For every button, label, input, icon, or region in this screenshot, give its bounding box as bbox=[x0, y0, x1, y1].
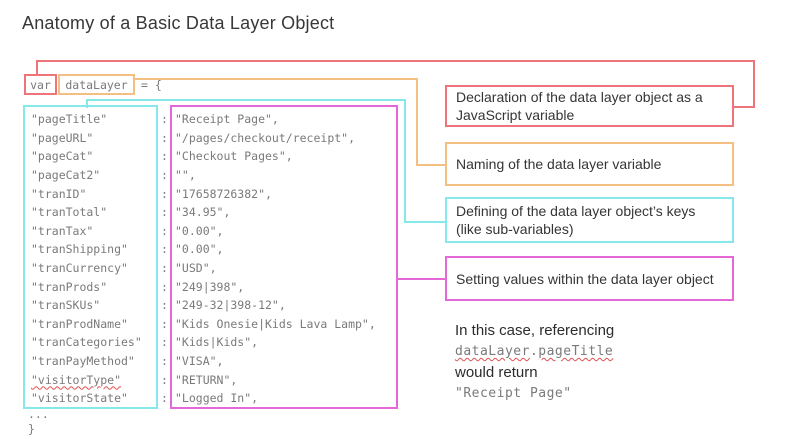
code-colon: : bbox=[161, 279, 168, 294]
code-value: "Kids|Kids", bbox=[175, 335, 259, 350]
connector-orange-top-line bbox=[131, 78, 418, 80]
code-key: "tranCurrency" bbox=[31, 261, 128, 276]
connector-cyan-top-line bbox=[86, 99, 406, 101]
connector-red-box-link bbox=[733, 106, 755, 108]
code-row: "tranPayMethod" : "VISA", bbox=[31, 352, 401, 371]
code-row: "tranID" : "17658726382", bbox=[31, 184, 401, 203]
code-row: "visitorType" : "RETURN", bbox=[31, 370, 401, 389]
code-colon: : bbox=[161, 149, 168, 164]
page-title: Anatomy of a Basic Data Layer Object bbox=[22, 13, 335, 33]
connector-red-top-line bbox=[36, 60, 755, 62]
connector-red-right-drop bbox=[753, 60, 755, 108]
code-colon: : bbox=[161, 223, 168, 238]
callout-declaration: Declaration of the data layer object as … bbox=[445, 85, 734, 127]
code-value: "249-32|398-12", bbox=[175, 298, 286, 313]
connector-cyan-stem bbox=[86, 99, 88, 108]
code-key: "tranCategories" bbox=[31, 335, 142, 350]
code-row: "tranTax" : "0.00", bbox=[31, 222, 401, 241]
code-row: "tranSKUs" : "249-32|398-12", bbox=[31, 296, 401, 315]
code-value: "249|398", bbox=[175, 279, 245, 294]
code-row: "visitorState" : "Logged In", bbox=[31, 389, 401, 408]
connector-cyan-box-link bbox=[404, 221, 445, 223]
code-colon: : bbox=[161, 372, 168, 387]
reference-object: dataLayer bbox=[455, 344, 530, 359]
code-colon: : bbox=[161, 391, 168, 406]
code-key: "tranShipping" bbox=[31, 242, 128, 257]
code-value: "", bbox=[175, 168, 196, 183]
code-key: "pageTitle" bbox=[31, 112, 108, 127]
code-rows: "pageTitle" : "Receipt Page", "pageURL" … bbox=[31, 110, 401, 408]
code-value: "0.00", bbox=[175, 242, 224, 257]
var-keyword-box: var bbox=[24, 74, 57, 95]
code-value: "/pages/checkout/receipt", bbox=[175, 130, 356, 145]
code-row: "tranShipping" : "0.00", bbox=[31, 240, 401, 259]
code-value: "VISA", bbox=[175, 354, 224, 369]
code-tail: ... } bbox=[28, 407, 49, 437]
code-row: "tranProdName" : "Kids Onesie|Kids Lava … bbox=[31, 315, 401, 334]
code-key: "tranTotal" bbox=[31, 205, 108, 220]
code-value: "0.00", bbox=[175, 223, 224, 238]
code-colon: : bbox=[161, 186, 168, 201]
callout-defining: Defining of the data layer object’s keys… bbox=[445, 197, 734, 243]
code-row: "tranProds" : "249|398", bbox=[31, 277, 401, 296]
assignment-text: = { bbox=[141, 78, 162, 92]
callout-setting: Setting values within the data layer obj… bbox=[445, 256, 734, 301]
code-value: "Checkout Pages", bbox=[175, 149, 293, 164]
code-key: "pageURL" bbox=[31, 130, 94, 145]
code-colon: : bbox=[161, 130, 168, 145]
reference-code: dataLayer.pageTitle bbox=[455, 341, 745, 362]
code-colon: : bbox=[161, 205, 168, 220]
code-row: "pageCat" : "Checkout Pages", bbox=[31, 147, 401, 166]
code-key: "visitorState" bbox=[31, 391, 128, 406]
code-value: "USD", bbox=[175, 261, 217, 276]
reference-property: pageTitle bbox=[538, 344, 614, 359]
values-outline-box bbox=[170, 105, 398, 409]
connector-magenta-box-link bbox=[397, 278, 445, 280]
code-row: "pageCat2" : "", bbox=[31, 166, 401, 185]
code-key: "tranPayMethod" bbox=[31, 354, 135, 369]
code-colon: : bbox=[161, 168, 168, 183]
reference-dot: . bbox=[529, 344, 539, 359]
code-key: "pageCat" bbox=[31, 149, 94, 164]
code-row: "tranCategories" : "Kids|Kids", bbox=[31, 333, 401, 352]
connector-cyan-drop bbox=[404, 99, 406, 223]
code-colon: : bbox=[161, 242, 168, 257]
code-colon: : bbox=[161, 298, 168, 313]
code-key: "tranProds" bbox=[31, 279, 108, 294]
code-row: "tranCurrency" : "USD", bbox=[31, 259, 401, 278]
code-value: "Logged In", bbox=[175, 391, 259, 406]
code-colon: : bbox=[161, 112, 168, 127]
code-colon: : bbox=[161, 354, 168, 369]
code-row: "tranTotal" : "34.95", bbox=[31, 203, 401, 222]
code-value: "RETURN", bbox=[175, 372, 238, 387]
callout-naming: Naming of the data layer variable bbox=[445, 142, 734, 186]
code-closing-brace: } bbox=[28, 422, 35, 436]
code-colon: : bbox=[161, 261, 168, 276]
reference-line1: In this case, referencing bbox=[455, 322, 615, 339]
code-colon: : bbox=[161, 316, 168, 331]
datalayer-name-box: dataLayer bbox=[58, 74, 135, 95]
connector-orange-drop bbox=[416, 78, 418, 166]
code-row: "pageTitle" : "Receipt Page", bbox=[31, 110, 401, 129]
code-key: "pageCat2" bbox=[31, 168, 101, 183]
keys-outline-box bbox=[23, 105, 158, 409]
reference-line3: would return bbox=[455, 364, 538, 381]
code-value: "17658726382", bbox=[175, 186, 272, 201]
code-value: "Receipt Page", bbox=[175, 112, 279, 127]
code-ellipsis: ... bbox=[28, 407, 49, 421]
connector-red-var-stem bbox=[36, 60, 38, 77]
code-key: "visitorType" bbox=[31, 372, 122, 387]
code-value: "Kids Onesie|Kids Lava Lamp", bbox=[175, 316, 376, 331]
code-row: "pageURL" : "/pages/checkout/receipt", bbox=[31, 129, 401, 148]
code-key: "tranID" bbox=[31, 186, 87, 201]
connector-orange-box-link bbox=[416, 164, 445, 166]
code-key: "tranProdName" bbox=[31, 316, 128, 331]
code-key: "tranTax" bbox=[31, 223, 94, 238]
code-value: "34.95", bbox=[175, 205, 231, 220]
reference-result: "Receipt Page" bbox=[455, 386, 572, 401]
reference-note: In this case, referencing dataLayer.page… bbox=[455, 320, 745, 404]
code-colon: : bbox=[161, 335, 168, 350]
code-key: "tranSKUs" bbox=[31, 298, 101, 313]
